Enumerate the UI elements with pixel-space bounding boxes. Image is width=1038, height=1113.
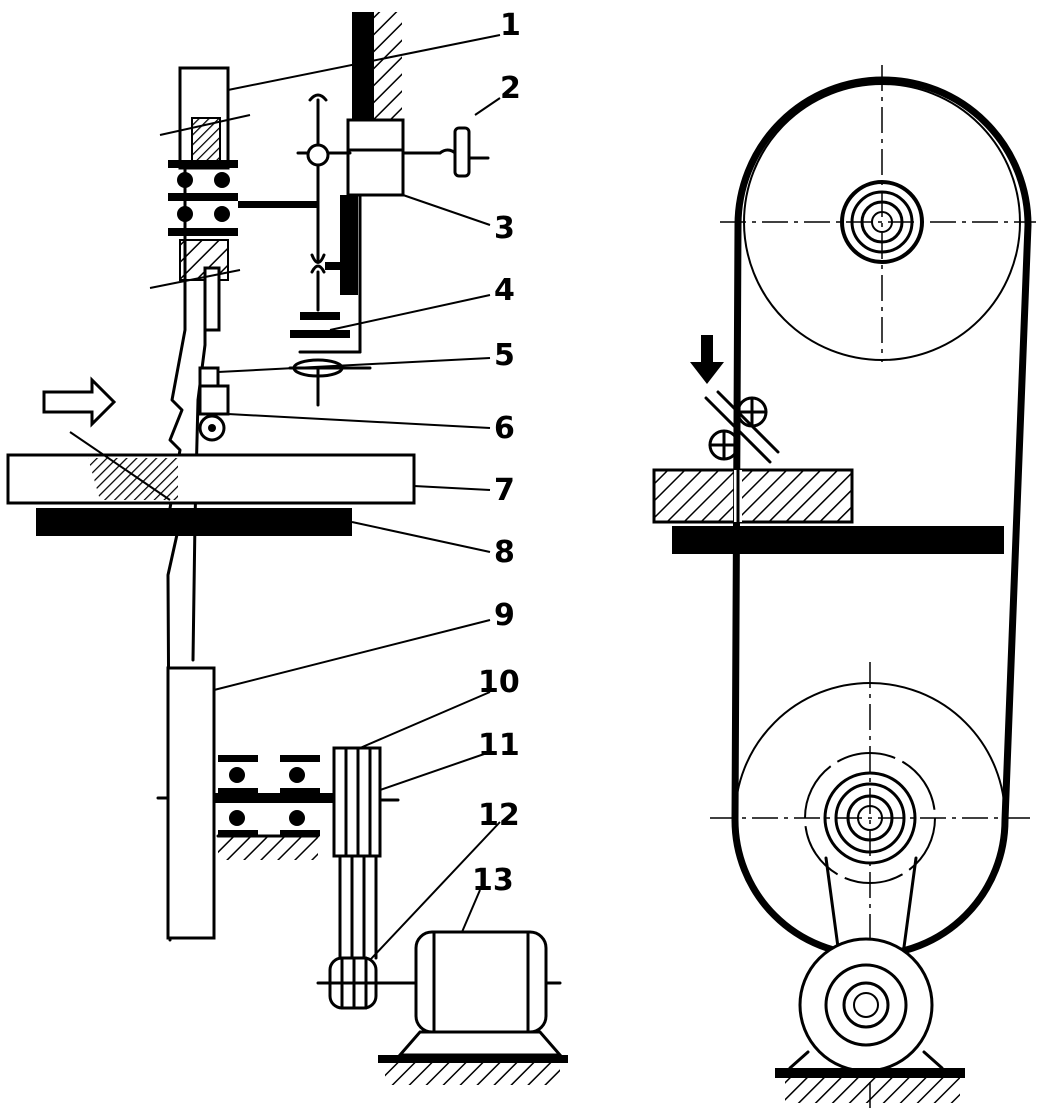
saw-band — [166, 166, 207, 942]
label-7: 7 — [494, 473, 515, 508]
handwheel-2 — [453, 126, 471, 178]
upper-wheel-rim — [178, 66, 230, 170]
front-guide-rollers — [704, 390, 780, 464]
saw-band-loop — [731, 76, 1032, 959]
lower-wheel-rim — [156, 666, 216, 940]
motor-pulley — [316, 956, 418, 1010]
guide-post — [203, 266, 221, 332]
work-table — [36, 508, 352, 536]
label-11: 11 — [478, 728, 520, 763]
upper-shaft — [238, 201, 318, 208]
v-belts — [338, 854, 378, 960]
driven-pulley — [332, 746, 400, 858]
cut-direction-arrow-icon — [690, 335, 724, 384]
label-9: 9 — [494, 598, 515, 633]
label-4: 4 — [494, 273, 515, 308]
label-5: 5 — [494, 338, 515, 373]
label-10: 10 — [478, 665, 520, 700]
label-13: 13 — [472, 863, 514, 898]
lower-bearings — [214, 755, 336, 860]
motor — [378, 930, 568, 1085]
workpiece — [6, 431, 416, 505]
leader-lines — [149, 34, 501, 961]
label-8: 8 — [494, 535, 515, 570]
upper-wheel — [720, 65, 1036, 362]
guide-rollers — [198, 366, 230, 442]
motor-bracket — [775, 856, 965, 1103]
label-2: 2 — [500, 71, 521, 106]
label-6: 6 — [494, 411, 515, 446]
label-3: 3 — [494, 211, 515, 246]
feed-direction-arrow-icon — [42, 376, 117, 428]
part-labels: 1 2 3 4 5 6 7 8 9 10 11 12 13 — [472, 8, 521, 898]
front-workpiece — [652, 468, 1004, 554]
tension-assembly — [288, 12, 490, 407]
side-view: 1 2 3 4 5 6 7 8 9 10 11 12 13 — [6, 8, 568, 1085]
label-1: 1 — [500, 8, 521, 43]
upper-bearings — [168, 160, 238, 236]
front-view — [652, 65, 1036, 1110]
label-12: 12 — [478, 798, 520, 833]
